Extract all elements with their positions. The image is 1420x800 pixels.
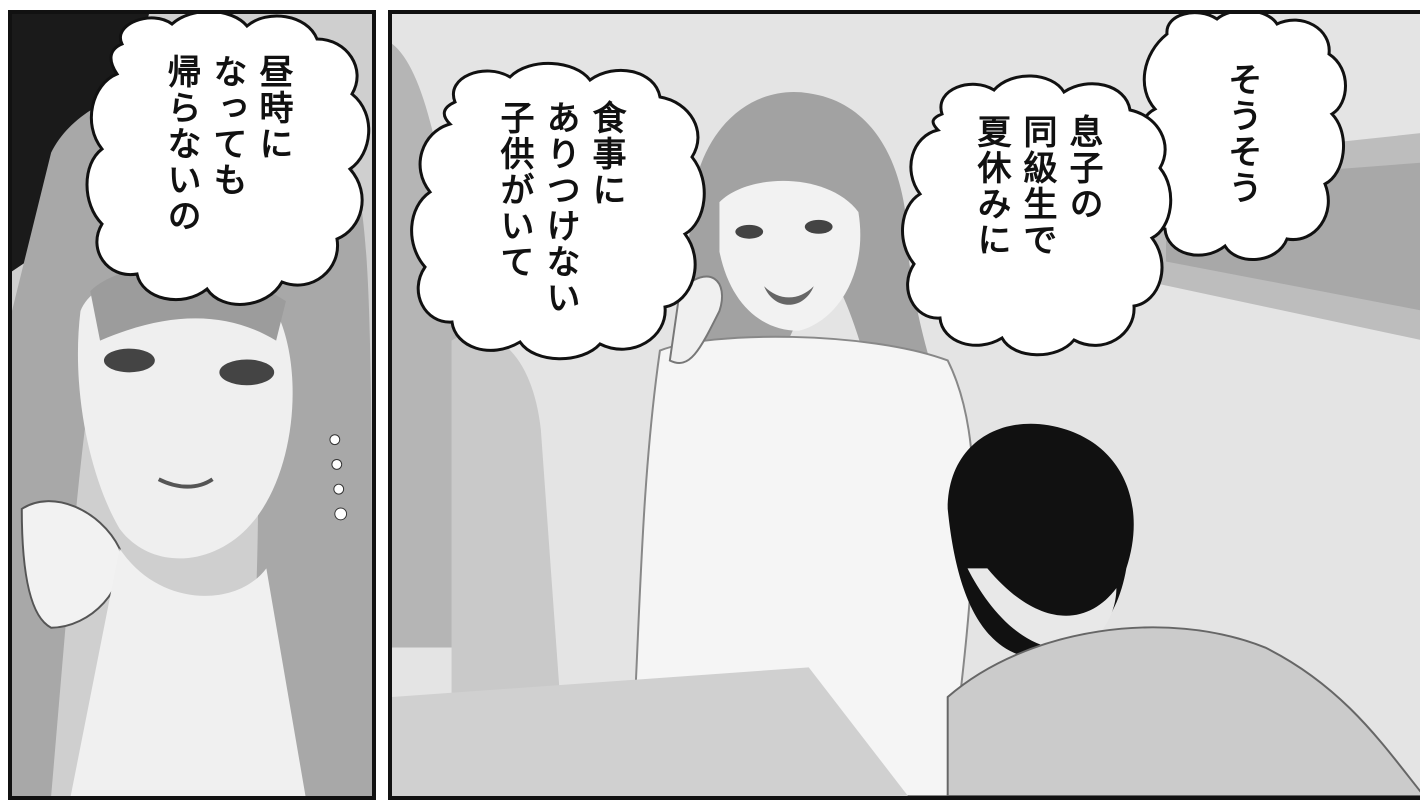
dialogue-text-right-3: 息子の 同級生で 夏休みに	[971, 114, 1103, 258]
dialogue-text-right-2: そうそう	[1222, 62, 1262, 206]
dialogue-text-left: 昼時に なっても 帰らないの	[161, 54, 293, 234]
thought-cloud-shape	[901, 74, 1173, 357]
speech-bubble-left: 昼時に なっても 帰らないの	[82, 14, 372, 314]
thought-cloud-shape	[410, 62, 706, 361]
dialogue-text-right-1: 食事に ありつけない 子供がいて	[494, 100, 626, 316]
speech-bubble-right-3: 息子の 同級生で 夏休みに	[901, 74, 1173, 357]
left-manga-panel: 昼時に なっても 帰らないの	[8, 10, 376, 800]
right-manga-panel: 食事に ありつけない 子供がいて そうそう 息子の 同級生で 夏休みに	[388, 10, 1420, 800]
speech-bubble-right-1: 食事に ありつけない 子供がいて	[410, 62, 710, 362]
thought-cloud-shape	[85, 14, 371, 306]
